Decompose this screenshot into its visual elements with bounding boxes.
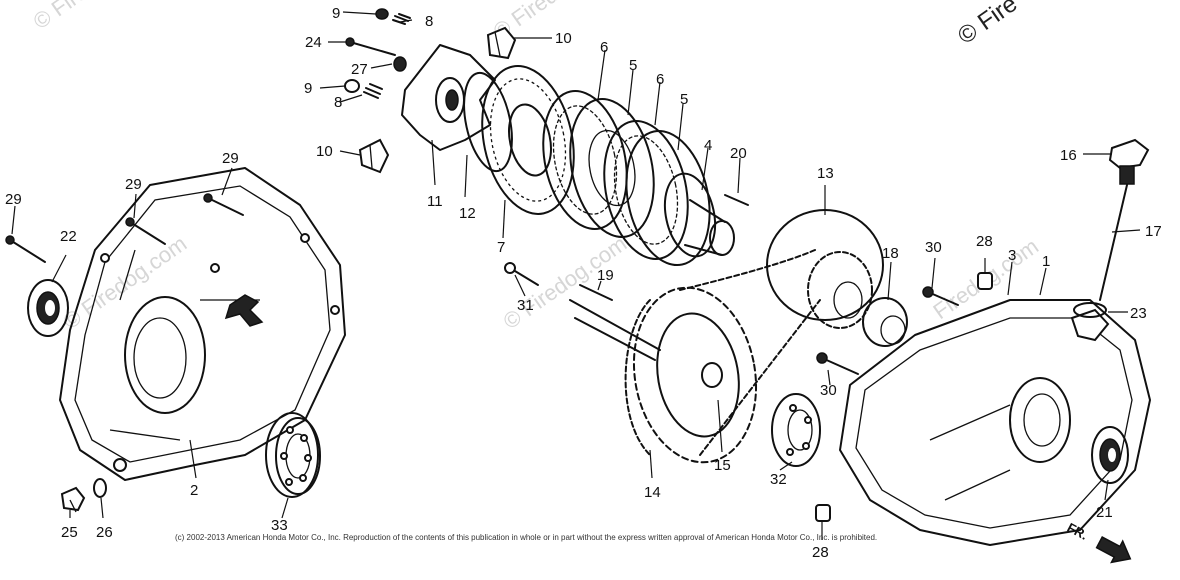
- bolt-24: [345, 37, 396, 56]
- dipstick-17: [1099, 184, 1128, 301]
- clutch-plate-7: [481, 65, 575, 215]
- bearing-33: [265, 412, 321, 498]
- callout-28-b: 28: [812, 544, 829, 561]
- callout-12: 12: [459, 205, 476, 222]
- callout-25: 25: [61, 524, 78, 541]
- callout-26: 26: [96, 524, 113, 541]
- oil-filler-cap-16: [1108, 138, 1150, 185]
- pin-20: [724, 194, 749, 206]
- callout-8-a: 8: [425, 13, 433, 30]
- snap-ring-12: [463, 71, 513, 173]
- callout-30-b: 30: [820, 382, 837, 399]
- callout-10-a: 10: [555, 30, 572, 47]
- watermark-top-left: © Firedog: [29, 0, 123, 34]
- bolt-31: [504, 262, 539, 286]
- callout-31: 31: [517, 297, 534, 314]
- callout-6-b: 6: [656, 71, 664, 88]
- washer-27: [393, 56, 407, 72]
- callout-5-b: 5: [680, 91, 688, 108]
- clutch-plate-5-a: [569, 98, 655, 238]
- dowel-28-b: [815, 504, 831, 522]
- callout-11: 11: [427, 193, 443, 210]
- clutch-plate-5-b: [625, 129, 711, 267]
- callout-7: 7: [497, 239, 505, 256]
- callout-17: 17: [1145, 223, 1162, 240]
- callout-30-a: 30: [925, 239, 942, 256]
- leader-lines: [11, 11, 1141, 540]
- callout-21: 21: [1096, 504, 1113, 521]
- callout-33: 33: [271, 517, 288, 534]
- callout-3: 3: [1008, 247, 1016, 264]
- weight-10-b: [358, 138, 390, 174]
- callout-9-a: 9: [332, 5, 340, 22]
- callout-4: 4: [704, 137, 712, 154]
- callout-28-a: 28: [976, 233, 993, 250]
- callout-29-b: 29: [125, 176, 142, 193]
- copyright-notice: (c) 2002-2013 American Honda Motor Co., …: [175, 533, 877, 542]
- nut-9-b: [344, 79, 360, 93]
- drain-bolt-25: [60, 486, 86, 513]
- left-case-cover: [59, 167, 346, 481]
- callout-1: 1: [1042, 253, 1050, 270]
- callout-16: 16: [1060, 147, 1077, 164]
- callout-15: 15: [714, 457, 731, 474]
- bolt-29-c: [203, 193, 244, 216]
- bolt-29-b: [125, 217, 166, 245]
- bolt-29-a: [5, 235, 46, 263]
- spring-8-b: [363, 83, 383, 99]
- callout-2: 2: [190, 482, 198, 499]
- callout-13: 13: [817, 165, 834, 182]
- callout-27: 27: [351, 61, 368, 78]
- callout-29-a: 29: [5, 191, 22, 208]
- callout-29-c: 29: [222, 150, 239, 167]
- callout-6-a: 6: [600, 39, 608, 56]
- bolt-30-b: [816, 352, 859, 375]
- drive-chain-14: [624, 249, 821, 456]
- callout-9-b: 9: [304, 80, 312, 97]
- nut-9-a: [375, 8, 389, 20]
- bolt-30-a: [922, 286, 959, 306]
- watermark-top-right: © Fire: [953, 0, 1022, 50]
- clutch-weight-holder-11: [401, 44, 496, 151]
- callout-20: 20: [730, 145, 747, 162]
- callout-19: 19: [597, 267, 614, 284]
- callout-10-b: 10: [316, 143, 333, 160]
- clutch-center-4: [663, 172, 735, 258]
- callout-14: 14: [644, 484, 661, 501]
- front-direction-arrow: FR.: [1065, 520, 1132, 564]
- oil-seal-21: [1091, 426, 1129, 484]
- bearing-32: [771, 393, 821, 467]
- washer-26: [93, 478, 107, 498]
- callout-5-a: 5: [629, 57, 637, 74]
- callout-8-b: 8: [334, 94, 342, 111]
- weight-10-a: [486, 26, 517, 60]
- clutch-disc-6-b: [603, 120, 689, 260]
- spring-8-a: [392, 13, 411, 25]
- callout-32: 32: [770, 471, 787, 488]
- o-ring-23: [1073, 302, 1107, 318]
- drive-shaft: [569, 299, 661, 361]
- callout-24: 24: [305, 34, 322, 51]
- pin-19: [579, 284, 613, 301]
- callout-23: 23: [1130, 305, 1147, 322]
- collar-18: [862, 297, 908, 347]
- dowel-28-a: [977, 272, 993, 290]
- callout-numbers: 1 2 3 4 5 5 6 6 7 8 8 9 9 10 10 11 12 13…: [5, 5, 1162, 561]
- callout-18: 18: [882, 245, 899, 262]
- oil-seal-22: [27, 279, 69, 337]
- callout-22: 22: [60, 228, 77, 245]
- driven-sprocket-15: [632, 286, 758, 464]
